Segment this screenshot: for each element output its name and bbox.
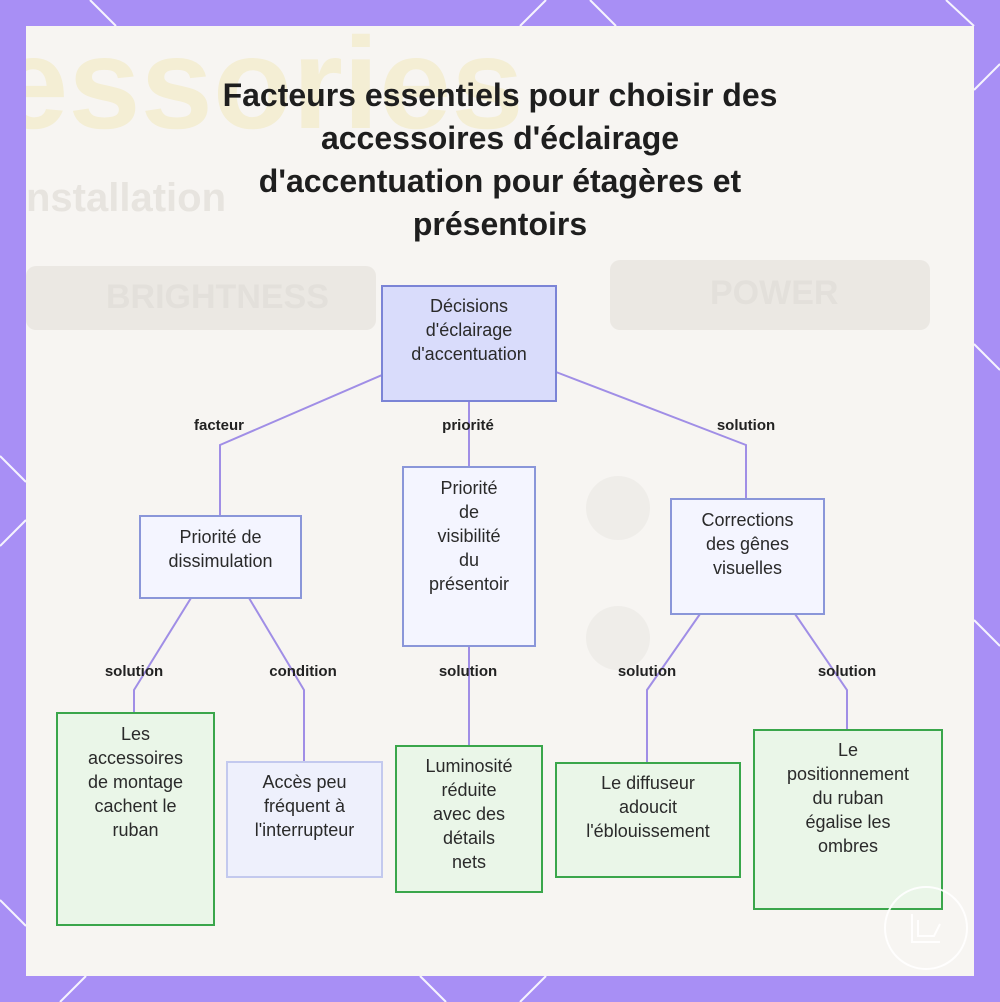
brand-logo-icon	[884, 886, 968, 970]
background-badge-right: POWER	[610, 260, 930, 330]
node-text: des gênes	[705, 534, 790, 554]
node-text: de montage	[87, 772, 184, 792]
node-visual-corrections: Corrections des gênes visuelles	[670, 498, 825, 615]
background-subword: nstallation	[26, 176, 227, 220]
edge-label-condition: condition	[269, 663, 337, 680]
node-text: Corrections	[701, 510, 794, 530]
node-switch-access: Accès peu fréquent à l'interrupteur	[226, 761, 383, 878]
node-text: cachent le	[94, 796, 177, 816]
node-text: dissimulation	[168, 551, 273, 571]
connector-concealment-mounting	[133, 597, 192, 713]
title-line: d'accentuation pour étagères et	[258, 163, 742, 199]
node-text: du ruban	[812, 788, 884, 808]
background-badge-left: BRIGHTNESS	[26, 266, 376, 330]
edge-label-facteur: facteur	[193, 417, 245, 434]
edge-label-priorite: priorité	[442, 417, 494, 434]
node-text: ombres	[817, 836, 879, 856]
node-visibility-priority: Priorité de visibilité du présentoir	[402, 466, 536, 647]
node-text: de	[458, 502, 480, 522]
node-diffuser: Le diffuseur adoucit l'éblouissement	[555, 762, 741, 878]
node-text: Priorité	[440, 478, 498, 498]
node-text: Accès peu	[262, 772, 347, 792]
node-strip-positioning: Le positionnement du ruban égalise les o…	[753, 729, 943, 910]
node-text: positionnement	[786, 764, 910, 784]
node-text: visibilité	[437, 526, 501, 546]
background-circle	[586, 476, 650, 540]
node-text: présentoir	[428, 574, 510, 594]
connector-root-concealment	[219, 374, 383, 516]
title-line: Facteurs essentiels pour choisir des	[222, 77, 778, 113]
diagram-title: Facteurs essentiels pour choisir des acc…	[150, 74, 850, 246]
background-word: essories	[26, 26, 524, 156]
node-text: Priorité de	[179, 527, 262, 547]
edge-label-solution: solution	[104, 663, 164, 680]
title-line: accessoires d'éclairage	[320, 120, 680, 156]
node-text: l'éblouissement	[586, 821, 710, 841]
connector-corrections-positioning	[794, 613, 848, 730]
node-text: d'éclairage	[425, 320, 513, 340]
edge-label-solution: solution	[817, 663, 877, 680]
node-text: du	[458, 550, 480, 570]
node-text: détails	[442, 828, 496, 848]
node-text: égalise les	[805, 812, 891, 832]
connector-root-corrections	[555, 371, 747, 499]
node-text: d'accentuation	[411, 344, 527, 364]
title-line: présentoirs	[412, 206, 588, 242]
node-text: nets	[451, 852, 487, 872]
node-reduced-brightness: Luminosité réduite avec des détails nets	[395, 745, 543, 893]
node-text: fréquent à	[263, 796, 346, 816]
node-root-decisions: Décisions d'éclairage d'accentuation	[381, 285, 557, 402]
edge-label-solution: solution	[617, 663, 677, 680]
node-text: Le	[837, 740, 859, 760]
node-text: Le diffuseur	[601, 773, 695, 793]
connector-concealment-switch	[248, 597, 305, 762]
node-text: réduite	[441, 780, 497, 800]
node-text: ruban	[112, 820, 159, 840]
edge-label-solution: solution	[438, 663, 498, 680]
node-concealment-priority: Priorité de dissimulation	[139, 515, 302, 599]
node-text: Décisions	[429, 296, 509, 316]
node-text: Luminosité	[425, 756, 513, 776]
node-text: avec des	[432, 804, 506, 824]
node-mounting-accessories: Les accessoires de montage cachent le ru…	[56, 712, 215, 926]
node-text: accessoires	[87, 748, 184, 768]
background-circle	[586, 606, 650, 670]
edge-label-solution: solution	[716, 417, 776, 434]
node-text: l'interrupteur	[254, 820, 355, 840]
connector-corrections-diffuser	[646, 613, 701, 763]
node-text: adoucit	[618, 797, 678, 817]
node-text: Les	[120, 724, 151, 744]
node-text: visuelles	[712, 558, 783, 578]
